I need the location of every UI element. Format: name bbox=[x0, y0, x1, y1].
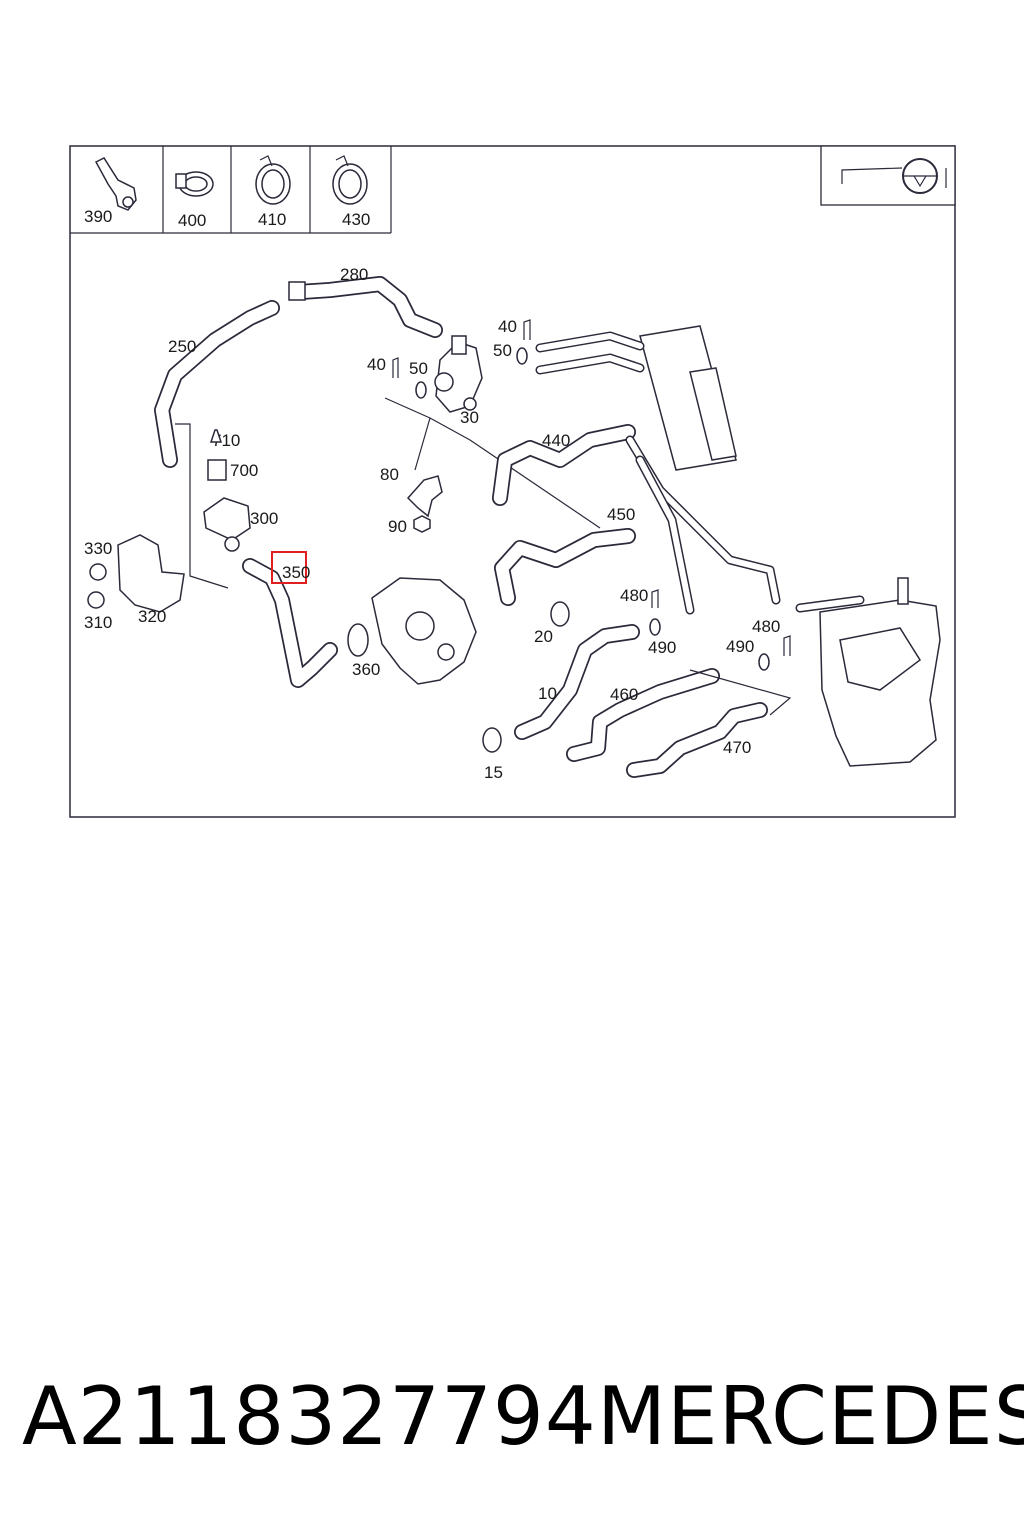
callout-490-right: 490 bbox=[726, 637, 754, 656]
callout-310: 310 bbox=[84, 613, 112, 632]
callout-280: 280 bbox=[340, 265, 368, 284]
callout-480-left: 480 bbox=[620, 586, 648, 605]
clamp-20[interactable]: 20 bbox=[534, 601, 570, 646]
part-number: A2118327794 bbox=[22, 1370, 597, 1463]
rivet-40-left-icon bbox=[392, 357, 399, 378]
callout-90: 90 bbox=[388, 517, 407, 536]
callout-80: 80 bbox=[380, 465, 399, 484]
caption-bar: A2118327794 MERCEDES bbox=[0, 1370, 1024, 1470]
steering-symbol bbox=[820, 145, 956, 206]
callout-300: 300 bbox=[250, 509, 278, 528]
parts-diagram: 390 400 410 430 250 bbox=[69, 145, 956, 818]
clamp-430-icon[interactable]: 430 bbox=[332, 155, 370, 229]
callout-700: 700 bbox=[230, 461, 258, 480]
hose-470[interactable]: 470 bbox=[626, 702, 768, 778]
clamp-15[interactable]: 15 bbox=[482, 727, 503, 782]
clamp-400-icon[interactable]: 400 bbox=[175, 171, 214, 230]
seal-50-right-icon bbox=[516, 347, 528, 365]
callout-20: 20 bbox=[534, 627, 553, 646]
callout-480-right: 480 bbox=[752, 617, 780, 636]
bracket-80[interactable]: 80 bbox=[380, 465, 443, 518]
callout-10: 10 bbox=[538, 684, 557, 703]
callout-470: 470 bbox=[723, 738, 751, 757]
heater-pipes bbox=[625, 435, 781, 615]
callout-40-left: 40 bbox=[367, 355, 386, 374]
callout-50-right: 50 bbox=[493, 341, 512, 360]
callout-330: 330 bbox=[84, 539, 112, 558]
callout-490-left: 490 bbox=[648, 638, 676, 657]
hose-440[interactable]: 440 bbox=[492, 424, 636, 506]
callout-250: 250 bbox=[168, 337, 196, 356]
header-label-390: 390 bbox=[84, 207, 112, 226]
header-label-400: 400 bbox=[178, 211, 206, 230]
callout-440: 440 bbox=[542, 431, 570, 450]
hose-450[interactable]: 450 bbox=[494, 505, 636, 606]
header-label-430: 430 bbox=[342, 210, 370, 229]
diagram-frame bbox=[69, 145, 956, 818]
nut-90[interactable]: 90 bbox=[388, 515, 431, 536]
clamp-360[interactable]: 360 bbox=[347, 623, 380, 679]
valve-30[interactable]: 30 bbox=[434, 335, 483, 427]
callout-450: 450 bbox=[607, 505, 635, 524]
hose-460[interactable]: 460 bbox=[566, 668, 720, 762]
water-pump-housing bbox=[371, 577, 477, 685]
nut-330-icon bbox=[89, 563, 107, 581]
pump-300[interactable]: 710 700 300 bbox=[203, 429, 278, 552]
bracket-320[interactable]: 330 310 320 bbox=[84, 534, 185, 632]
callout-40-right: 40 bbox=[498, 317, 517, 336]
rivet-40-right-icon bbox=[523, 319, 531, 340]
seal-50-left-icon bbox=[415, 381, 427, 399]
callout-30: 30 bbox=[460, 408, 479, 427]
brand-name: MERCEDES bbox=[597, 1370, 1024, 1463]
expansion-tank bbox=[795, 577, 941, 767]
highlight-box-350 bbox=[271, 551, 307, 584]
callout-350: 350 bbox=[282, 563, 310, 582]
callout-50-left: 50 bbox=[409, 359, 428, 378]
callout-320: 320 bbox=[138, 607, 166, 626]
callout-15: 15 bbox=[484, 763, 503, 782]
hose-10[interactable]: 10 bbox=[514, 624, 640, 740]
clamp-410-icon[interactable]: 410 bbox=[255, 155, 291, 229]
header-label-410: 410 bbox=[258, 210, 286, 229]
heater-core bbox=[535, 325, 737, 471]
callout-460: 460 bbox=[610, 685, 638, 704]
clip-390-icon[interactable]: 390 bbox=[84, 157, 137, 226]
hose-280[interactable]: 280 bbox=[288, 265, 443, 338]
hose-350[interactable]: 350 bbox=[242, 551, 338, 688]
hose-250[interactable]: 250 bbox=[154, 300, 280, 589]
header-parts-row: 390 400 410 430 bbox=[70, 146, 392, 234]
callout-360: 360 bbox=[352, 660, 380, 679]
nut-310-icon bbox=[87, 591, 105, 609]
